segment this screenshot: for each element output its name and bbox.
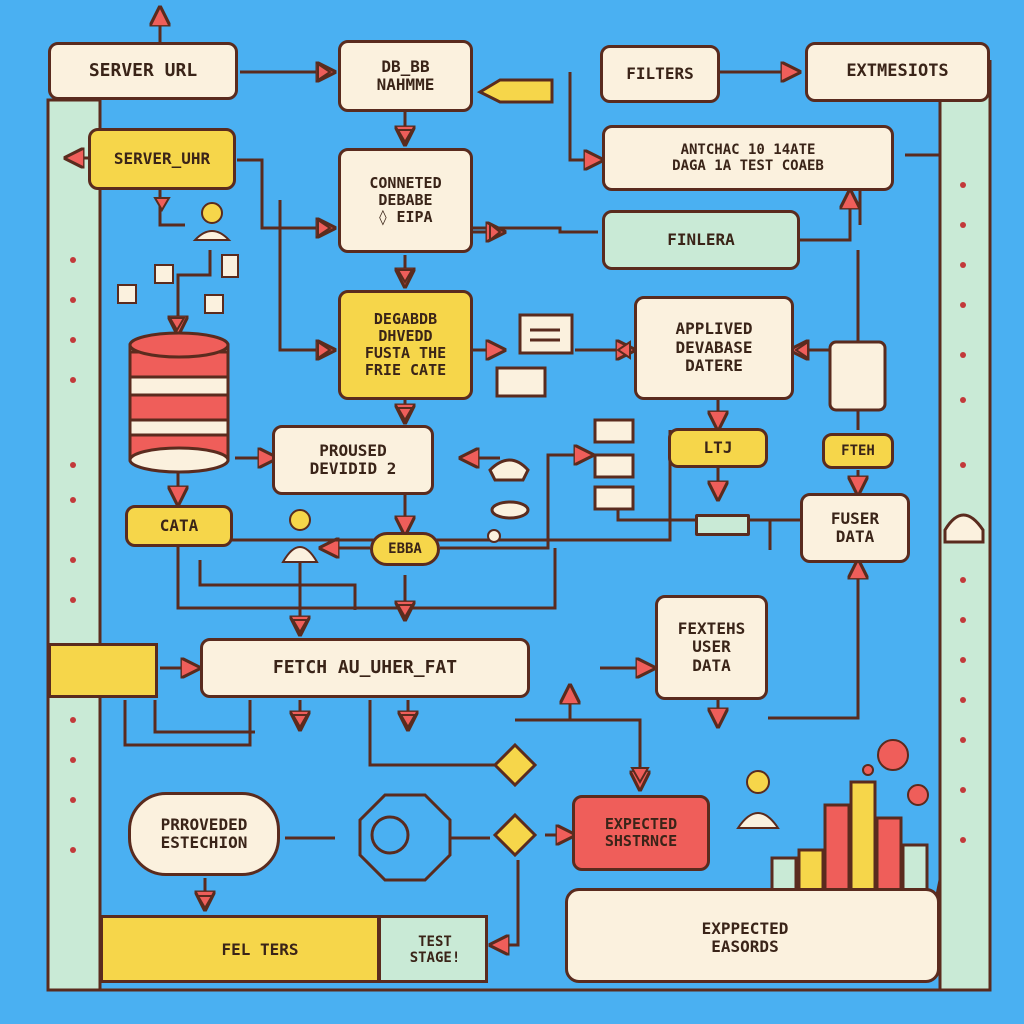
filters-band xyxy=(100,915,380,983)
node-attach-test-cases[interactable]: ANTCHAC 10 14ATE DAGA 1A TEST COAEB xyxy=(602,125,894,191)
arrow-chevrons xyxy=(153,62,809,910)
node-fetches-user-data[interactable]: FEXTEHS USER DATA xyxy=(655,595,768,700)
document-icon xyxy=(495,313,574,398)
node-fteh[interactable]: FTEH xyxy=(822,433,894,469)
node-connected-database[interactable]: CONNETED DEBABE ◊ EIPA xyxy=(338,148,473,253)
label-fel-ters: FEL TERS xyxy=(221,939,299,959)
expected-records-panel xyxy=(565,888,940,983)
node-finlera[interactable]: FINLERA xyxy=(602,210,800,270)
person-icon xyxy=(192,202,780,829)
node-expected-sentence[interactable]: EXPECTED SHSTRNCE xyxy=(572,795,710,871)
database-icon xyxy=(128,331,230,474)
helmet-icon xyxy=(943,513,985,544)
mini-nodes-icon xyxy=(117,254,239,314)
test-stage-band xyxy=(378,915,488,983)
node-applied-database[interactable]: APPLIVED DEVABASE DATERE xyxy=(634,296,794,400)
node-processed-device[interactable]: PROUSED DEVIDID 2 xyxy=(272,425,434,495)
node-cata[interactable]: CATA xyxy=(125,505,233,547)
phone-icon xyxy=(828,340,887,412)
bar-chart-icon xyxy=(770,780,929,896)
left-yellow-bracket xyxy=(48,643,158,698)
node-provided-extension[interactable]: PRROVEDED ESTECHION xyxy=(128,792,280,876)
tag-arrow-icon xyxy=(476,78,554,104)
label-test-stage: TEST STAGE! xyxy=(409,933,461,966)
node-server-uhr[interactable]: SERVER_UHR xyxy=(88,128,236,190)
left-rail xyxy=(46,98,102,992)
node-mint-chip xyxy=(695,514,750,536)
node-degabdb[interactable]: DEGABDB DHVEDD FUSTA THE FRIE CATE xyxy=(338,290,473,400)
gear-icon xyxy=(358,793,452,882)
node-filters[interactable]: FILTERS xyxy=(600,45,720,103)
label-expected-records: EXPPECTED EASORDS xyxy=(701,918,789,956)
stack-icon xyxy=(488,418,635,520)
node-ebba[interactable]: EBBA xyxy=(370,532,440,566)
node-db-name[interactable]: DB_BB NAHMME xyxy=(338,40,473,112)
decision-diamond-icon xyxy=(492,742,538,858)
node-fetch-auther[interactable]: FETCH AU_UHER_FAT xyxy=(200,638,530,698)
node-server-url[interactable]: SERVER URL xyxy=(48,42,238,100)
node-fuser-data[interactable]: FUSER DATA xyxy=(800,493,910,563)
network-icon xyxy=(862,739,929,806)
node-extensions[interactable]: EXTMESIOTS xyxy=(805,42,990,102)
rail-dots xyxy=(70,182,966,853)
node-ltj[interactable]: LTJ xyxy=(668,428,768,468)
